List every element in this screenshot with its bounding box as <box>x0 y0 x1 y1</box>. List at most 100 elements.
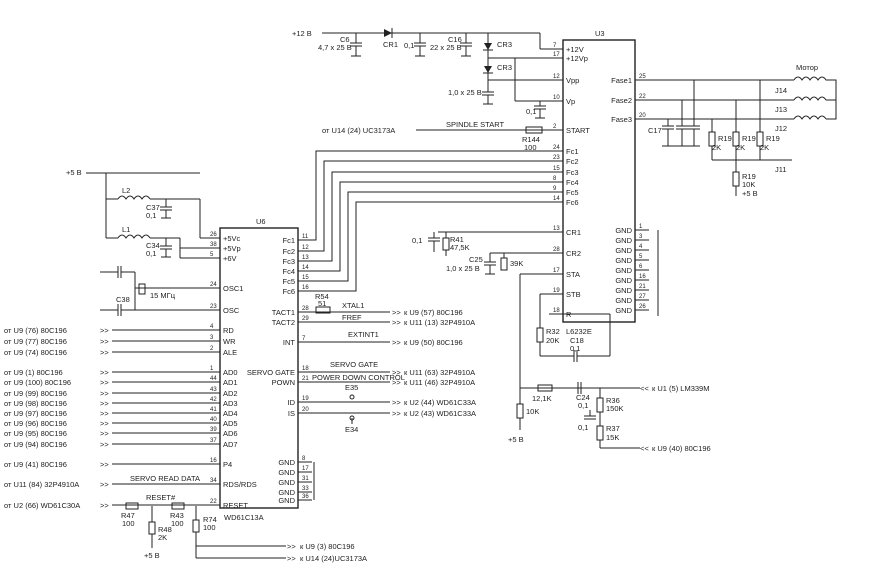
cap-1u-value: 1,0 x 25 В <box>448 88 482 97</box>
cap-01c-value: 0,1 <box>412 236 422 245</box>
output-arrow: >> <box>392 378 401 387</box>
r54-value: 51 <box>318 299 326 308</box>
r144-label: R144 <box>522 135 540 144</box>
u6-pin-num: 44 <box>210 376 217 382</box>
input-signal-label: от U9 (1) 80C196 <box>4 368 63 377</box>
u3-pin-num: 18 <box>553 308 560 314</box>
diode-cr1-symbol <box>384 29 392 37</box>
input-signal-label: от U9 (74) 80C196 <box>4 348 67 357</box>
motor-section: Мотор J14 J13 J12 J11 C17 R19 2K R19 2K <box>635 63 837 198</box>
u6-pin-num: 36 <box>302 494 309 500</box>
u6-pin-name: Fc1 <box>282 236 295 245</box>
net-e34: E34 <box>345 425 358 434</box>
output-arrow: >> <box>392 318 401 327</box>
r37-value: 15K <box>606 433 619 442</box>
resistor-r36 <box>596 397 604 413</box>
u3-pin-name: STA <box>566 270 580 279</box>
u6-pin-num: 43 <box>210 387 217 393</box>
c37-label: C37 <box>146 203 160 212</box>
input-signal-label: от U9 (97) 80C196 <box>4 409 67 418</box>
cap-01b-value: 0,1 <box>526 107 536 116</box>
u3-pin-num: 3 <box>639 234 643 240</box>
u3-out-lm339: к U1 (5) LM339M <box>652 384 709 393</box>
input-signal-label: от U9 (99) 80C196 <box>4 389 67 398</box>
u6-pin-name: +5Vc <box>223 234 241 243</box>
net-e35: E35 <box>345 383 358 392</box>
resistor-r47 <box>125 502 139 510</box>
u6-pin-name: AD1 <box>223 378 238 387</box>
u6-pin-num: 42 <box>210 397 217 403</box>
r19c-value: 2K <box>760 143 769 152</box>
resistor-r37 <box>596 425 604 441</box>
u6-pin-num: 8 <box>302 456 306 462</box>
resistor-10k-rail: +5 В <box>508 435 524 444</box>
net-fref: FREF <box>342 313 362 322</box>
u3-pin-num: 13 <box>553 226 560 232</box>
u6-pin-num: 14 <box>302 265 309 271</box>
svg-text:>>: >> <box>287 542 296 551</box>
u6-pin-name: Fc3 <box>282 257 295 266</box>
u6-pin-num: 11 <box>302 234 309 240</box>
ic-u6-part: WD61C13A <box>224 513 264 522</box>
r19d-value: 10K <box>742 180 755 189</box>
ic-u3-right-pins: 25Fase122Fase220Fase31GND3GND4GND5GND6GN… <box>611 74 649 315</box>
u6-pin-name: TACT1 <box>272 308 295 317</box>
u6-pin-name: GND <box>278 496 295 505</box>
u6-right-signals: R54 51 XTAL1 FREF EXTINT1 SERVO GATE POW… <box>312 292 405 434</box>
motor-coil-2 <box>793 96 836 101</box>
u3-pin-num: 17 <box>553 268 560 274</box>
u6-pin-num: 16 <box>302 285 309 291</box>
r41-label: R41 <box>450 235 464 244</box>
u6-pin-num: 18 <box>302 366 309 372</box>
u6-pin-name: RESET <box>223 501 248 510</box>
c38-label: C38 <box>116 295 130 304</box>
u6-pin-num: 4 <box>210 324 214 330</box>
r74-label: R74 <box>203 515 217 524</box>
c18-value: 0,1 <box>570 344 580 353</box>
u6-pin-num: 33 <box>302 486 309 492</box>
cap-01d-value: 0,1 <box>578 423 588 432</box>
u3-timing-section: 0,1 R41 47,5K C25 1,0 x 25 В 39K R32 20K… <box>412 231 611 388</box>
input-signal-label: от U9 (94) 80C196 <box>4 440 67 449</box>
output-signal-labels: >>к U9 (57) 80C196>>к U11 (13) 32P4910A>… <box>312 308 476 418</box>
input-arrow: >> <box>100 480 109 489</box>
u6-pin-name: Fc4 <box>282 267 295 276</box>
u3-pin-num: 7 <box>553 43 557 49</box>
jumper-j14: J14 <box>775 86 787 95</box>
u3-pin-name: CR2 <box>566 249 581 258</box>
jumper-j12: J12 <box>775 124 787 133</box>
u3-pin-num: 16 <box>639 274 646 280</box>
u6-pin-num: 38 <box>210 242 217 248</box>
r19c-label: R19 <box>766 134 780 143</box>
u6-pin-name: WR <box>223 337 236 346</box>
u6-pin-num: 23 <box>210 304 217 310</box>
r48-label: R48 <box>158 525 172 534</box>
u6-pin-name: GND <box>278 468 295 477</box>
u6-pin-name: P4 <box>223 460 232 469</box>
u3-pin-name: Fc2 <box>566 157 579 166</box>
inductor-l1 <box>117 234 151 239</box>
u6-pin-name: AD7 <box>223 440 238 449</box>
u3-pin-name: Fc3 <box>566 168 579 177</box>
output-arrow: >> <box>392 308 401 317</box>
u3-pin-num: 2 <box>553 124 557 130</box>
u3-pin-name: STB <box>566 290 581 299</box>
u3-pin-num: 17 <box>553 52 560 58</box>
u3-pin-name: Fc1 <box>566 147 579 156</box>
input-arrow: >> <box>100 326 109 335</box>
u3-pin-name: Vp <box>566 97 575 106</box>
r36-label: R36 <box>606 396 620 405</box>
u3-pin-num: 12 <box>553 74 560 80</box>
input-signal-label: от U9 (96) 80C196 <box>4 419 67 428</box>
u6-pin-name: POWN <box>272 378 295 387</box>
u3-pin-num: 27 <box>639 294 646 300</box>
u6-pin-num: 5 <box>210 252 214 258</box>
u3-pin-num: 5 <box>639 254 643 260</box>
u6-pin-name: AD0 <box>223 368 238 377</box>
resistor-39k-value: 39K <box>510 259 523 268</box>
u3-pin-name: CR1 <box>566 228 581 237</box>
r48-rail: +5 В <box>144 551 160 560</box>
u6-bottom-left-signals: SERVO READ DATA RESET# R47 100 R43 100 R… <box>121 474 367 563</box>
input-arrow: >> <box>100 399 109 408</box>
